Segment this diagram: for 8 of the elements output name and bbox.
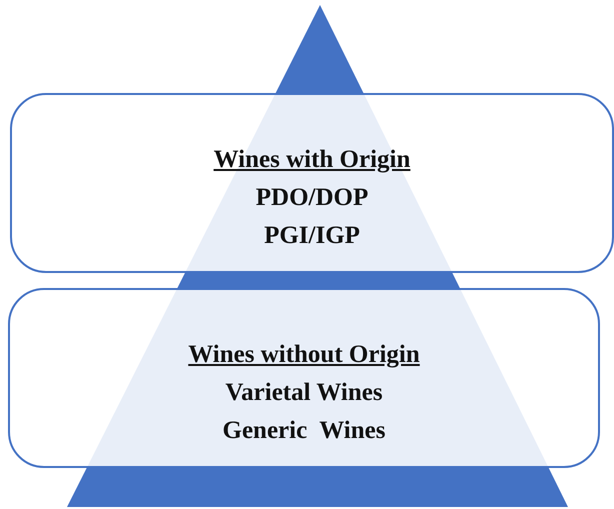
tier-panel [10, 93, 614, 273]
tier-item: PGI/IGP [264, 221, 360, 251]
tier-panel [8, 288, 600, 468]
tier-item: PDO/DOP [256, 183, 368, 213]
tier-heading: Wines without Origin [188, 340, 420, 370]
tier-item: Generic Wines [222, 416, 386, 446]
tier-item: Varietal Wines [225, 378, 383, 408]
tier-heading: Wines with Origin [214, 145, 410, 175]
